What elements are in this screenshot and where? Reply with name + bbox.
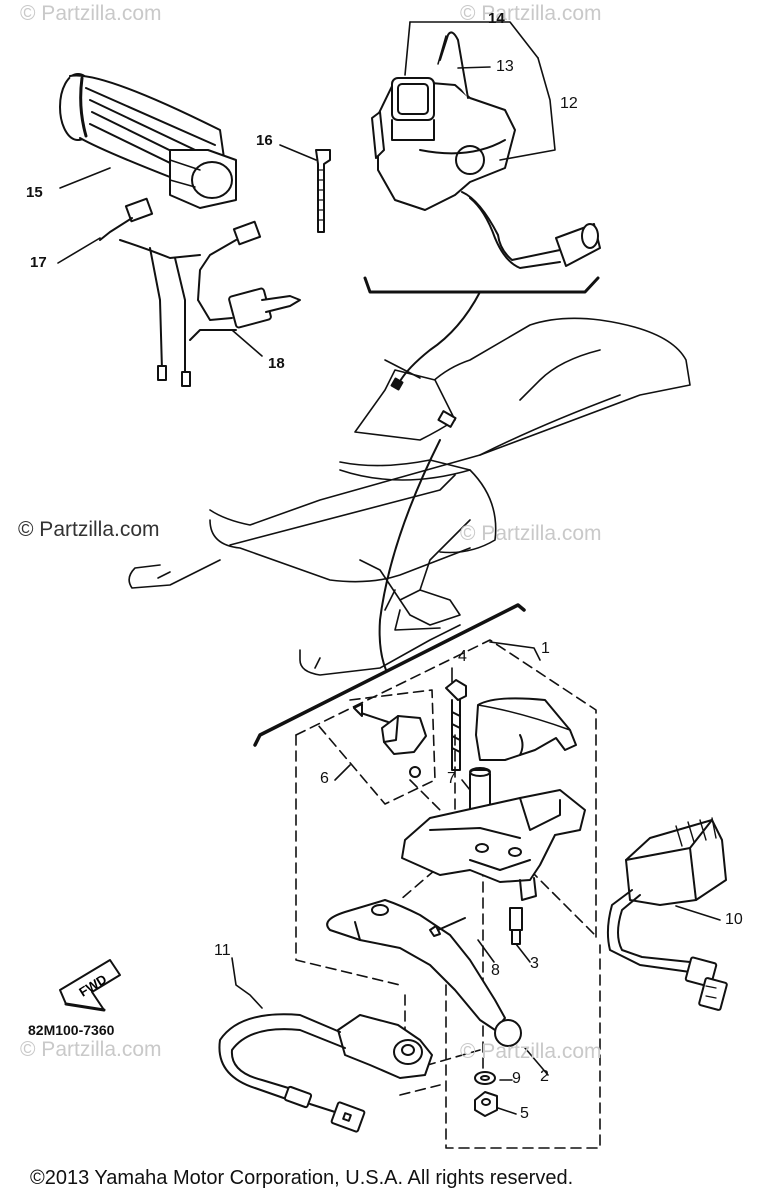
- diagram-code: 82M100-7360: [28, 1022, 115, 1038]
- callout-12: 12: [560, 95, 578, 112]
- watermark: © Partzilla.com: [460, 2, 602, 25]
- callout-18: 18: [268, 355, 285, 372]
- snowmobile-outline: [128, 317, 691, 676]
- leader-curve-top: [397, 291, 481, 386]
- callout-9: 9: [512, 1070, 521, 1087]
- callout-8: 8: [491, 962, 500, 979]
- callout-6: 6: [320, 770, 329, 787]
- watermark: © Partzilla.com: [20, 2, 162, 25]
- callout-10: 10: [725, 911, 743, 928]
- throttle-assembly: [326, 679, 586, 1117]
- copyright-notice: ©2013 Yamaha Motor Corporation, U.S.A. A…: [30, 1167, 574, 1189]
- callout-7: 7: [447, 770, 456, 787]
- grip-part: [59, 73, 237, 209]
- callout-1: 1: [541, 640, 550, 657]
- callout-5: 5: [520, 1105, 529, 1122]
- callout-16: 16: [256, 132, 273, 149]
- fwd-arrow: [59, 959, 121, 1012]
- watermark: © Partzilla.com: [18, 518, 160, 541]
- control-unit-part: [606, 817, 728, 1011]
- watermark: © Partzilla.com: [460, 522, 602, 545]
- callout-15: 15: [26, 184, 43, 201]
- callout-3: 3: [530, 955, 539, 972]
- harness-part: [99, 197, 301, 387]
- callout-2: 2: [540, 1068, 549, 1085]
- throttle-sensor-part: [218, 1013, 433, 1133]
- callout-11: 11: [214, 942, 231, 959]
- assembly-bracket-line: [253, 603, 526, 747]
- callout-leaders: [57, 21, 721, 1115]
- switch-housing-part: [371, 31, 601, 269]
- cable-tie-part: [315, 149, 331, 233]
- watermark: © Partzilla.com: [20, 1038, 162, 1061]
- callout-4: 4: [458, 648, 467, 665]
- callout-14: 14: [488, 10, 505, 27]
- switch-bracket-line: [363, 276, 600, 294]
- watermark: © Partzilla.com: [460, 1040, 602, 1063]
- leader-curve-bottom: [378, 439, 441, 671]
- callout-13: 13: [496, 58, 514, 75]
- callout-17: 17: [30, 254, 47, 271]
